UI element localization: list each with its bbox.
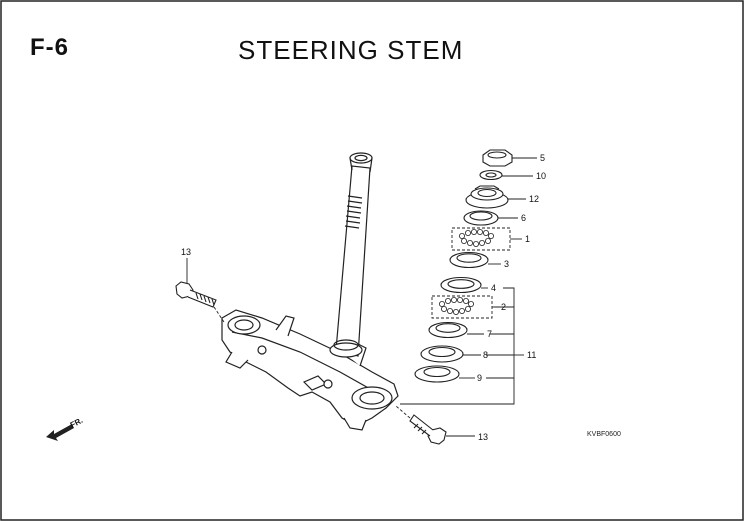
lower-cone-race-part xyxy=(420,345,464,363)
callout-7: 7 xyxy=(487,329,492,339)
dust-seal-part xyxy=(463,210,499,226)
callout-10: 10 xyxy=(536,171,546,181)
callout-13-right: 13 xyxy=(478,432,488,442)
upper-steel-balls-part xyxy=(451,227,511,251)
adjusting-nut-part xyxy=(465,185,509,209)
lower-ball-race-part xyxy=(428,321,468,339)
callout-8: 8 xyxy=(483,350,488,360)
lower-dust-seal-part xyxy=(414,365,460,383)
callout-2: 2 xyxy=(501,302,506,312)
washer-part xyxy=(479,169,503,181)
lower-steel-balls-part xyxy=(431,295,493,319)
page-title: STEERING STEM xyxy=(238,35,464,65)
callout-4: 4 xyxy=(491,283,496,293)
pinch-bolt-left-part xyxy=(175,281,217,308)
pinch-bolt-right-part xyxy=(409,414,447,445)
lock-nut-part xyxy=(482,149,513,167)
callout-9: 9 xyxy=(477,373,482,383)
callout-1: 1 xyxy=(525,234,530,244)
callout-11: 11 xyxy=(527,350,536,360)
leader-lines xyxy=(186,157,537,437)
callout-3: 3 xyxy=(504,259,509,269)
upper-ball-race-part xyxy=(449,251,489,269)
callout-13-left: 13 xyxy=(181,247,191,257)
callout-12: 12 xyxy=(529,194,539,204)
steering-stem-part xyxy=(221,152,399,431)
callout-5: 5 xyxy=(540,153,545,163)
lower-ball-race-top-part xyxy=(440,276,482,294)
figure-code: F-6 xyxy=(30,34,69,61)
front-arrow-label: FR. xyxy=(69,416,85,430)
callout-6: 6 xyxy=(521,213,526,223)
front-arrow-icon: FR. xyxy=(46,416,84,441)
diagram-reference-code: KVBF0600 xyxy=(587,431,621,438)
